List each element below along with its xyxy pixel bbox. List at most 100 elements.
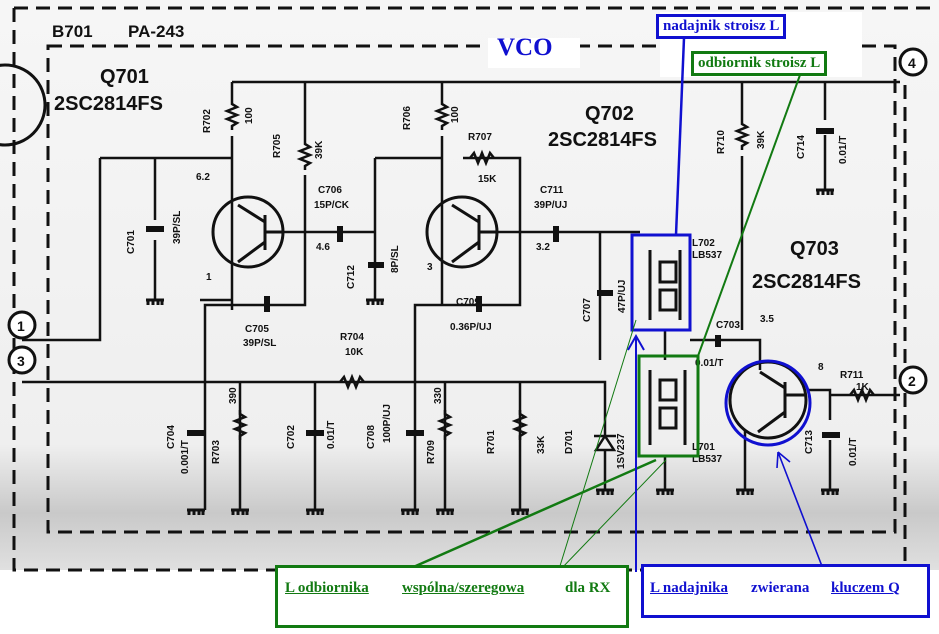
- svg-text:L702: L702: [692, 238, 715, 249]
- svg-text:C702: C702: [286, 425, 297, 449]
- highlight-l702-box: [630, 233, 692, 332]
- wires: [22, 80, 900, 510]
- highlight-q703-circle: [724, 359, 812, 447]
- tx-note-part1: L nadajnika: [650, 580, 728, 596]
- inductor-l702-symbol: [648, 250, 682, 320]
- inductor-l701-symbol: [648, 370, 687, 445]
- svg-text:330: 330: [433, 387, 444, 404]
- vco-title: VCO: [497, 34, 553, 61]
- svg-text:6.2: 6.2: [196, 172, 210, 183]
- rx-note-part2: wspólna/szeregowa: [402, 580, 525, 596]
- board-id: B701: [52, 22, 93, 41]
- svg-text:3.2: 3.2: [536, 242, 550, 253]
- pointer-tx-tuning: [674, 37, 686, 236]
- vco-label-bg: [488, 38, 580, 68]
- svg-text:390: 390: [228, 387, 239, 404]
- connector-2: [898, 365, 928, 395]
- svg-text:R711: R711: [840, 370, 864, 381]
- svg-text:0.01/T: 0.01/T: [695, 358, 723, 369]
- svg-text:3.5: 3.5: [760, 314, 774, 325]
- svg-text:C707: C707: [582, 298, 593, 322]
- svg-text:C705: C705: [245, 324, 269, 335]
- mounting-hole: [0, 63, 47, 147]
- q702-type: 2SC2814FS: [548, 129, 657, 151]
- svg-text:39P/UJ: 39P/UJ: [534, 200, 567, 211]
- tx-tuning-label: nadajnik stroisz L: [656, 14, 787, 39]
- svg-text:C712: C712: [346, 265, 357, 289]
- svg-text:LB537: LB537: [692, 250, 722, 261]
- tx-note-part3: kluczem Q: [831, 580, 900, 596]
- svg-text:C704: C704: [166, 425, 177, 449]
- svg-text:R706: R706: [402, 106, 413, 130]
- svg-text:100P/UJ: 100P/UJ: [382, 404, 393, 443]
- vco-block-outline: [46, 44, 897, 534]
- rx-note-part3: dla RX: [565, 580, 611, 596]
- tx-note-part2: zwierana: [751, 580, 810, 596]
- q701-ref: Q701: [100, 66, 149, 88]
- svg-text:C711: C711: [540, 185, 564, 196]
- q703-type: 2SC2814FS: [752, 271, 861, 293]
- transistor-q701-symbol: [211, 195, 285, 269]
- rx-note-box: L odbiornika wspólna/szeregowa dla RX: [275, 565, 629, 628]
- svg-text:L701: L701: [692, 442, 715, 453]
- svg-text:R705: R705: [272, 134, 283, 158]
- svg-text:39K: 39K: [314, 140, 325, 159]
- svg-text:LB537: LB537: [692, 454, 722, 465]
- svg-text:39P/SL: 39P/SL: [172, 211, 183, 244]
- transistor-q702-symbol: [425, 195, 499, 269]
- svg-text:C713: C713: [804, 430, 815, 454]
- svg-text:8P/SL: 8P/SL: [390, 245, 401, 273]
- svg-text:1K: 1K: [856, 382, 870, 393]
- svg-text:C703: C703: [716, 320, 740, 331]
- rx-note-part1: L odbiornika: [285, 580, 369, 596]
- svg-text:100: 100: [450, 106, 461, 123]
- svg-text:1SV237: 1SV237: [616, 433, 627, 469]
- svg-text:15P/CK: 15P/CK: [314, 200, 350, 211]
- q703-ref: Q703: [790, 238, 839, 260]
- svg-text:C706: C706: [318, 185, 342, 196]
- svg-text:0.36P/UJ: 0.36P/UJ: [450, 322, 492, 333]
- connector-2-label: 2: [908, 373, 916, 389]
- connector-1: [7, 310, 37, 340]
- svg-text:R704: R704: [340, 332, 364, 343]
- svg-text:8: 8: [818, 362, 824, 373]
- svg-text:0.001/T: 0.001/T: [180, 440, 191, 474]
- connector-3: [7, 345, 37, 375]
- svg-text:47P/UJ: 47P/UJ: [617, 280, 628, 313]
- connector-4-label: 4: [908, 55, 916, 71]
- paper-background: [0, 0, 939, 570]
- connector-1-label: 1: [17, 318, 25, 334]
- svg-text:D701: D701: [564, 430, 575, 454]
- svg-text:0.01/T: 0.01/T: [326, 421, 337, 449]
- svg-text:R703: R703: [211, 440, 222, 464]
- pointer-rx-l-thick: [392, 458, 657, 578]
- svg-text:3: 3: [427, 262, 433, 273]
- q701-type: 2SC2814FS: [54, 93, 163, 115]
- svg-text:33K: 33K: [536, 435, 547, 454]
- svg-text:C708: C708: [366, 425, 377, 449]
- connector-4: [898, 47, 928, 77]
- highlight-l701-box: [637, 354, 700, 458]
- svg-text:100: 100: [244, 107, 255, 124]
- pointer-rx-tuning: [697, 74, 801, 357]
- svg-text:C714: C714: [796, 135, 807, 159]
- svg-text:15K: 15K: [478, 174, 497, 185]
- svg-text:R710: R710: [716, 130, 727, 154]
- capacitors: [146, 128, 840, 438]
- horizontal-resistors: [339, 149, 875, 404]
- svg-text:C709: C709: [456, 297, 480, 308]
- board-name: PA-243: [128, 22, 184, 41]
- tx-note-box: L nadajnika zwierana kluczem Q: [641, 564, 930, 618]
- svg-text:R709: R709: [426, 440, 437, 464]
- svg-text:0.01/T: 0.01/T: [838, 136, 849, 164]
- connector-3-label: 3: [17, 353, 25, 369]
- svg-text:39K: 39K: [756, 130, 767, 149]
- svg-text:0.01/T: 0.01/T: [848, 438, 859, 466]
- svg-text:R701: R701: [486, 430, 497, 454]
- svg-text:1: 1: [206, 272, 212, 283]
- svg-text:39P/SL: 39P/SL: [243, 338, 276, 349]
- svg-text:R707: R707: [468, 132, 492, 143]
- pointer-rx-l-thin: [559, 319, 667, 571]
